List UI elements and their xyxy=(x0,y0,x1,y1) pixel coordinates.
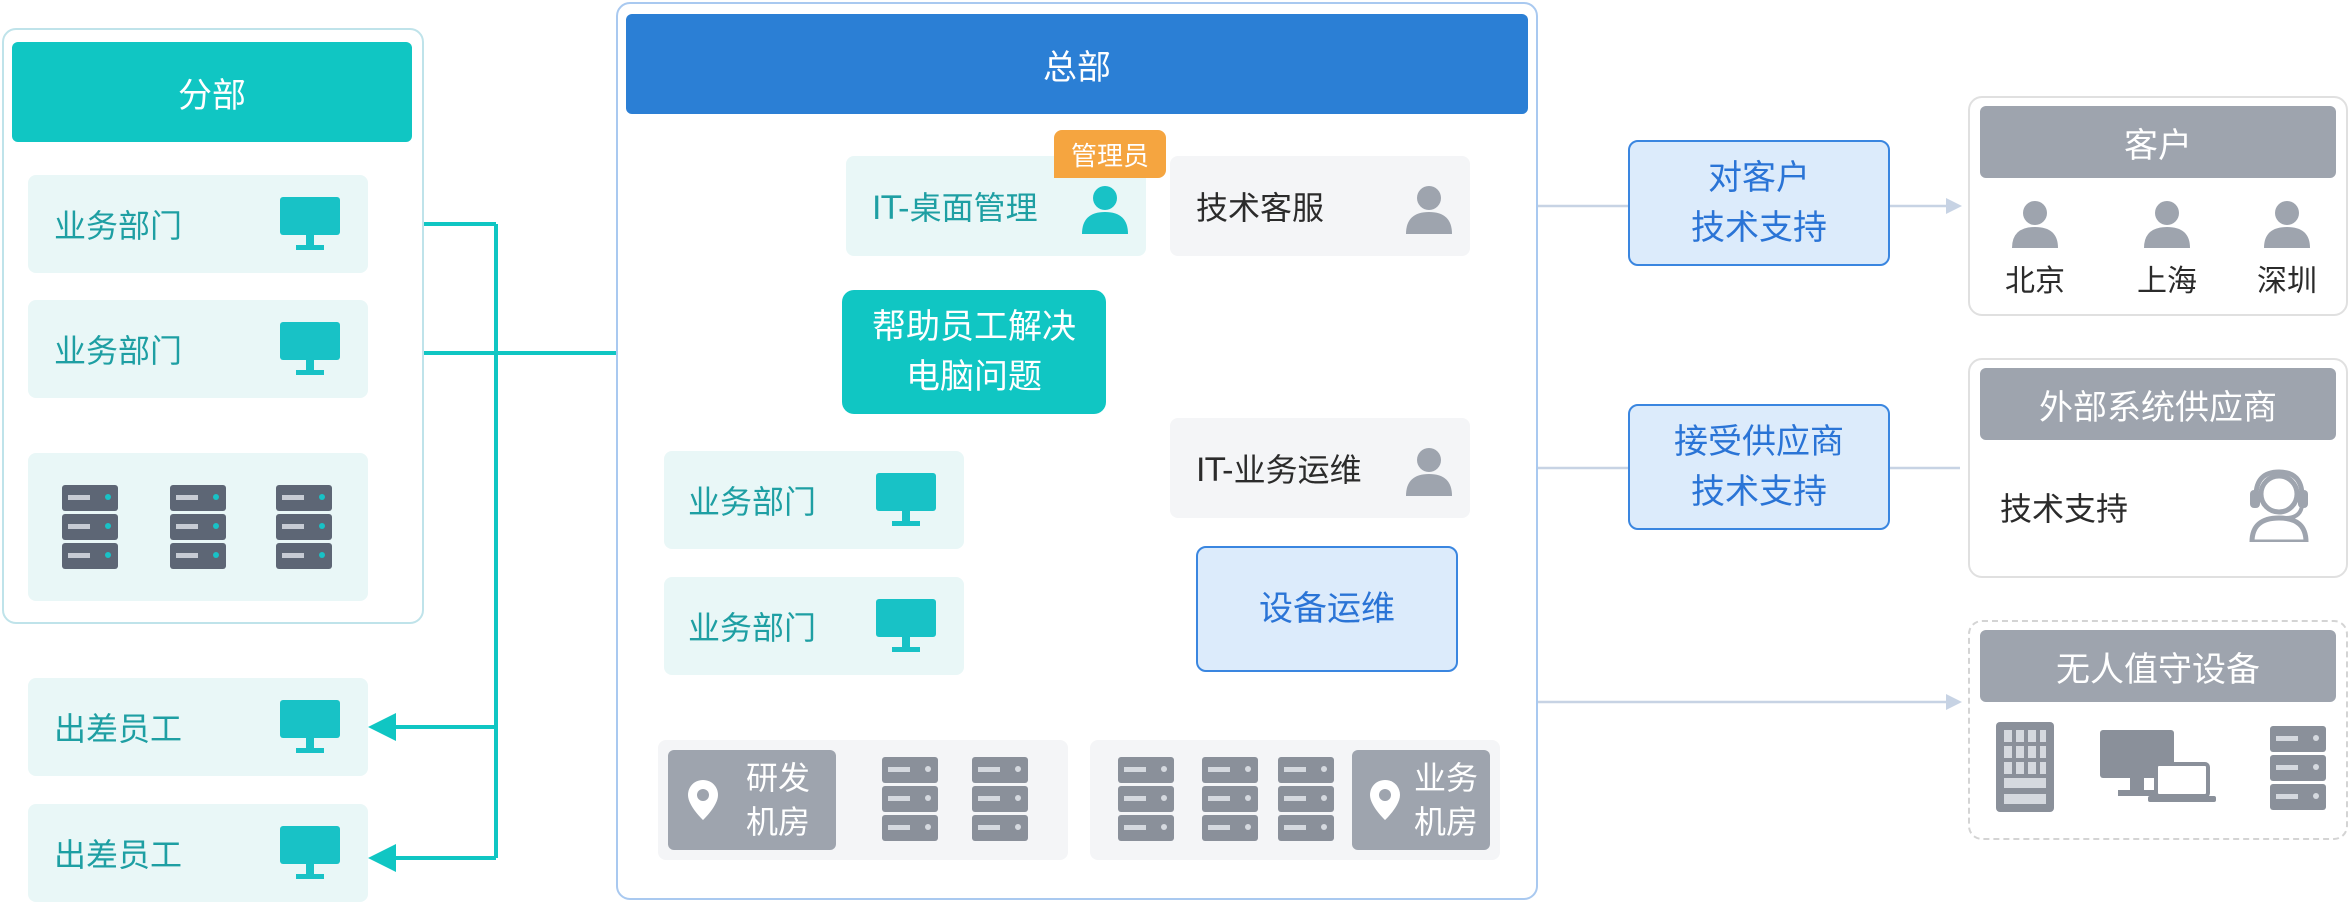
server-rack-icon xyxy=(62,485,118,569)
business-trip-card-2: 出差员工 xyxy=(28,804,368,902)
hq-dept-label: 业务部门 xyxy=(688,609,817,647)
biz-room-label-box: 业务 机房 xyxy=(1352,750,1490,850)
monitor-icon xyxy=(876,599,936,652)
help-employee-text: 帮助员工解决 电脑问题 xyxy=(872,307,1076,397)
vendor-support-callout: 接受供应商 技术支持 xyxy=(1628,404,1890,530)
branch-title: 分部 xyxy=(178,75,246,116)
admin-badge: 管理员 xyxy=(1054,130,1166,178)
unattended-header: 无人值守设备 xyxy=(1980,630,2336,702)
branch-dept-label: 业务部门 xyxy=(54,332,183,370)
it-ops-card: IT-业务运维 xyxy=(1170,418,1470,518)
server-cabinet-icon xyxy=(1996,722,2054,812)
desktop-laptop-icon xyxy=(2100,730,2216,802)
hq-dept-card-2: 业务部门 xyxy=(664,577,964,675)
branch-header: 分部 xyxy=(12,42,412,142)
customer-support-callout: 对客户 技术支持 xyxy=(1628,140,1890,266)
admin-badge-text: 管理员 xyxy=(1070,141,1149,172)
customers-title: 客户 xyxy=(2124,125,2192,166)
business-trip-card-1: 出差员工 xyxy=(28,678,368,776)
user-icon xyxy=(1406,186,1452,234)
rd-room-label-box: 研发 机房 xyxy=(668,750,836,850)
device-ops-text: 设备运维 xyxy=(1259,589,1395,629)
branch-server-card xyxy=(28,453,368,601)
user-icon xyxy=(2264,201,2310,248)
city-label: 北京 xyxy=(2005,264,2065,299)
server-rack-icon xyxy=(1202,757,1258,841)
business-trip-label: 出差员工 xyxy=(54,710,183,748)
server-rack-icon xyxy=(276,485,332,569)
customers-header: 客户 xyxy=(1980,106,2336,178)
monitor-icon xyxy=(280,826,340,879)
it-ops-label: IT-业务运维 xyxy=(1196,451,1362,489)
branch-dept-label: 业务部门 xyxy=(54,207,183,245)
city-label: 深圳 xyxy=(2257,264,2317,299)
tech-service-card: 技术客服 xyxy=(1170,156,1470,256)
rd-room-label: 研发 机房 xyxy=(746,759,811,841)
monitor-icon xyxy=(876,473,936,526)
server-rack-icon xyxy=(1118,757,1174,841)
location-pin-icon xyxy=(688,780,718,820)
monitor-icon xyxy=(280,322,340,375)
device-ops-callout: 设备运维 xyxy=(1196,546,1458,672)
server-rack-icon xyxy=(170,485,226,569)
help-employee-callout: 帮助员工解决 电脑问题 xyxy=(842,290,1106,414)
unattended-title: 无人值守设备 xyxy=(2056,649,2260,690)
user-icon xyxy=(2012,201,2058,248)
customer-support-text: 对客户 技术支持 xyxy=(1691,158,1827,248)
branch-dept-card-1: 业务部门 xyxy=(28,175,368,273)
monitor-icon xyxy=(280,700,340,753)
vendor-support-label: 技术支持 xyxy=(2000,490,2129,528)
it-desktop-label: IT-桌面管理 xyxy=(872,189,1038,227)
server-rack-icon xyxy=(972,757,1028,841)
tech-service-label: 技术客服 xyxy=(1196,189,1325,227)
hq-header: 总部 xyxy=(626,14,1528,114)
user-icon xyxy=(1082,186,1128,234)
hq-dept-label: 业务部门 xyxy=(688,483,817,521)
server-rack-icon xyxy=(882,757,938,841)
server-rack-icon xyxy=(2270,726,2326,810)
vendors-title: 外部系统供应商 xyxy=(2039,387,2277,428)
vendor-support-text: 接受供应商 技术支持 xyxy=(1674,422,1844,512)
business-trip-label: 出差员工 xyxy=(54,836,183,874)
user-icon xyxy=(2144,201,2190,248)
branch-dept-card-2: 业务部门 xyxy=(28,300,368,398)
biz-room-label: 业务 机房 xyxy=(1414,759,1479,841)
monitor-icon xyxy=(280,197,340,250)
server-rack-icon xyxy=(1278,757,1334,841)
hq-title: 总部 xyxy=(1043,47,1111,88)
vendors-header: 外部系统供应商 xyxy=(1980,368,2336,440)
location-pin-icon xyxy=(1370,780,1400,820)
user-icon xyxy=(1406,448,1452,496)
headset-agent-icon xyxy=(2249,469,2309,542)
hq-dept-card-1: 业务部门 xyxy=(664,451,964,549)
city-label: 上海 xyxy=(2137,264,2197,299)
